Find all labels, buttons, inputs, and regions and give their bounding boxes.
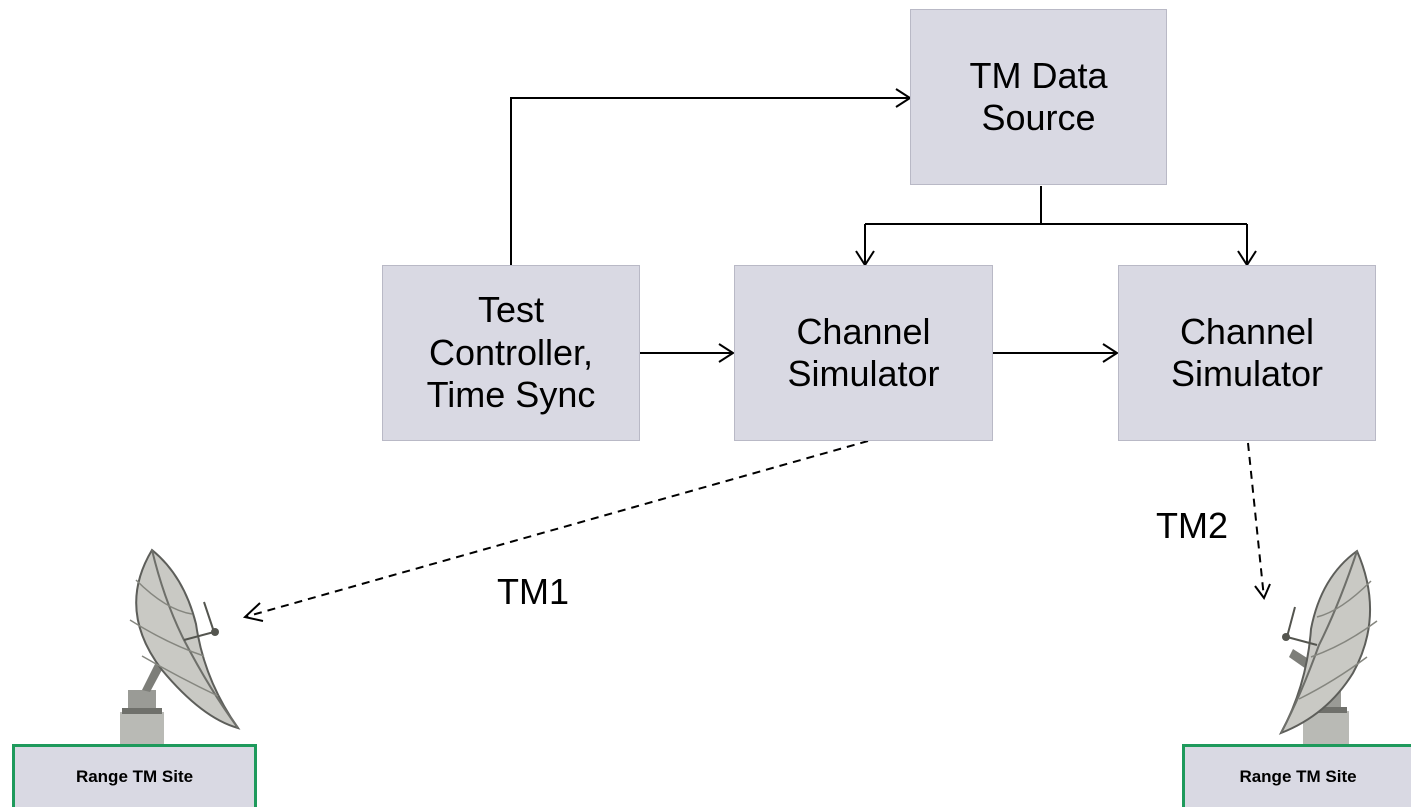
controller-to-source-line xyxy=(510,97,910,265)
arrowhead-sim1-left xyxy=(718,343,735,363)
tm-data-source-line1: TM Data xyxy=(969,54,1108,96)
channel-simulator-2-box: Channel Simulator xyxy=(1118,265,1376,441)
tm2-dashed-link xyxy=(1247,442,1265,599)
test-controller-line2: Controller, xyxy=(428,331,594,373)
range-tm-site-right: Range TM Site xyxy=(1182,744,1411,807)
satellite-dish-icon xyxy=(120,548,241,745)
tm-data-source-box: TM Data Source xyxy=(910,9,1167,185)
tm2-label: TM2 xyxy=(1156,505,1228,546)
tm-data-source-line2: Source xyxy=(981,97,1096,138)
arrowhead-tm2 xyxy=(1254,583,1271,600)
channel-simulator-2-line2: Simulator xyxy=(1170,353,1324,394)
test-controller-box: Test Controller, Time Sync xyxy=(382,265,640,441)
satellite-dish-icon xyxy=(1278,549,1378,745)
channel-simulator-1-line1: Channel xyxy=(796,310,931,352)
test-controller-line1: Test xyxy=(477,289,544,331)
arrowhead-tm1 xyxy=(242,602,264,622)
test-controller-line3: Time Sync xyxy=(426,374,596,416)
tm1-dashed-link xyxy=(244,440,869,618)
channel-simulator-1-box: Channel Simulator xyxy=(734,265,993,441)
tm1-label: TM1 xyxy=(497,571,569,612)
arrowhead-sim2-left xyxy=(1102,343,1119,363)
channel-simulator-2-line1: Channel xyxy=(1179,310,1315,352)
range-tm-site-left: Range TM Site xyxy=(12,744,257,807)
channel-simulator-1-line2: Simulator xyxy=(787,353,940,394)
